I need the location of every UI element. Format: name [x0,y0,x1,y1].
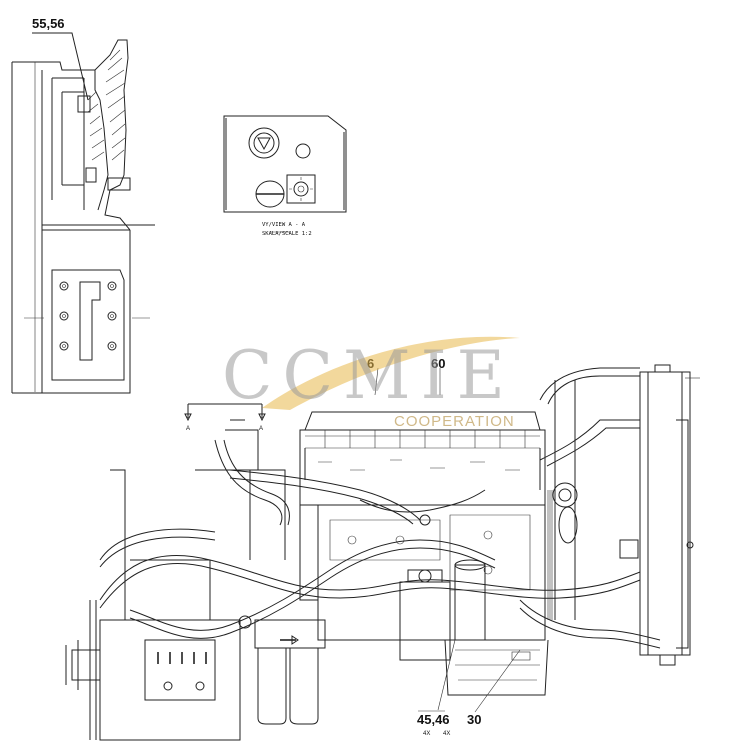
watermark-sub: COOPERATION [394,413,515,430]
engine-assembly [65,364,700,741]
callout-60: 60 [431,356,445,371]
callout-4x-a: 4X [423,731,430,737]
callout-4x-b: 4X [443,731,450,737]
flange-section-detail [11,32,155,394]
callout-55-56: 55,56 [32,16,65,31]
view-a-a-detail [223,115,347,233]
section-mark-left: A [186,426,190,432]
ccmie-watermark: CCMIE COOPERATION [222,336,520,430]
callout-30: 30 [467,712,481,727]
view-label-line2: SKALA/SCALE 1:2 [262,231,312,237]
callout-45-46: 45,46 [417,712,450,727]
section-mark-right: A [259,426,263,432]
view-label-line1: VY/VIEW A - A [262,222,306,228]
watermark-main: CCMIE [222,337,515,414]
